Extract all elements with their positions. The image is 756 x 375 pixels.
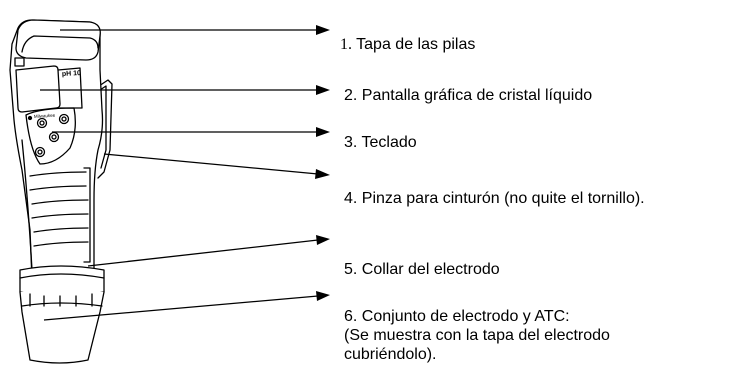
callout-text: Pinza para cinturón (no quite el tornill…: [361, 190, 645, 207]
callout-number: 6.: [344, 308, 358, 325]
callout-lcd-screen: 2. Pantalla gráfica de cristal líquido: [344, 86, 592, 105]
key-button: [34, 146, 46, 158]
callout-number: 4.: [344, 190, 358, 207]
cap-notches: [29, 293, 93, 307]
arrow-4: [103, 153, 330, 179]
arrow-3: [52, 127, 330, 137]
callout-arrows: [40, 25, 330, 321]
callout-battery-cap: 1. Tapa de las pilas: [340, 35, 475, 54]
callout-text: Pantalla gráfica de cristal líquido: [361, 87, 593, 104]
indicator-dot: [27, 115, 33, 121]
key-button: [36, 117, 48, 129]
arrow-5: [87, 235, 330, 267]
callout-number: 5.: [344, 261, 358, 278]
callout-note-line-2: cubriéndolo).: [344, 346, 437, 363]
callout-electrode-collar: 5. Collar del electrodo: [344, 260, 500, 279]
electrode-cap: [19, 291, 105, 364]
callout-text: Teclado: [361, 134, 417, 151]
arrow-1: [60, 25, 330, 35]
lcd-screen: [15, 65, 61, 113]
callout-belt-clip: 4. Pinza para cinturón (no quite el torn…: [344, 189, 645, 208]
keypad: [27, 113, 70, 158]
arrow-6: [43, 291, 330, 321]
ph-meter-illustration: pH 10 Milwaukee: [9, 19, 113, 364]
callout-number: 3.: [344, 134, 358, 151]
callout-keypad: 3. Teclado: [344, 133, 417, 152]
key-button: [58, 113, 70, 125]
model-label: pH 10: [62, 70, 82, 78]
callout-number: 1.: [340, 36, 352, 53]
callout-electrode-atc: 6. Conjunto de electrodo y ATC: (Se mues…: [344, 307, 610, 364]
electrode-collar: [19, 265, 105, 297]
grip-ridges: [29, 167, 91, 263]
callout-text: Collar del electrodo: [361, 261, 500, 278]
callout-number: 2.: [344, 87, 358, 104]
arrow-2: [40, 85, 330, 95]
brand-label: Milwaukee: [34, 112, 56, 119]
callout-text: Tapa de las pilas: [356, 36, 476, 53]
callout-note-line-1: (Se muestra con la tapa del electrodo: [344, 327, 610, 344]
key-button: [48, 131, 60, 143]
callout-text: Conjunto de electrodo y ATC:: [361, 308, 570, 325]
